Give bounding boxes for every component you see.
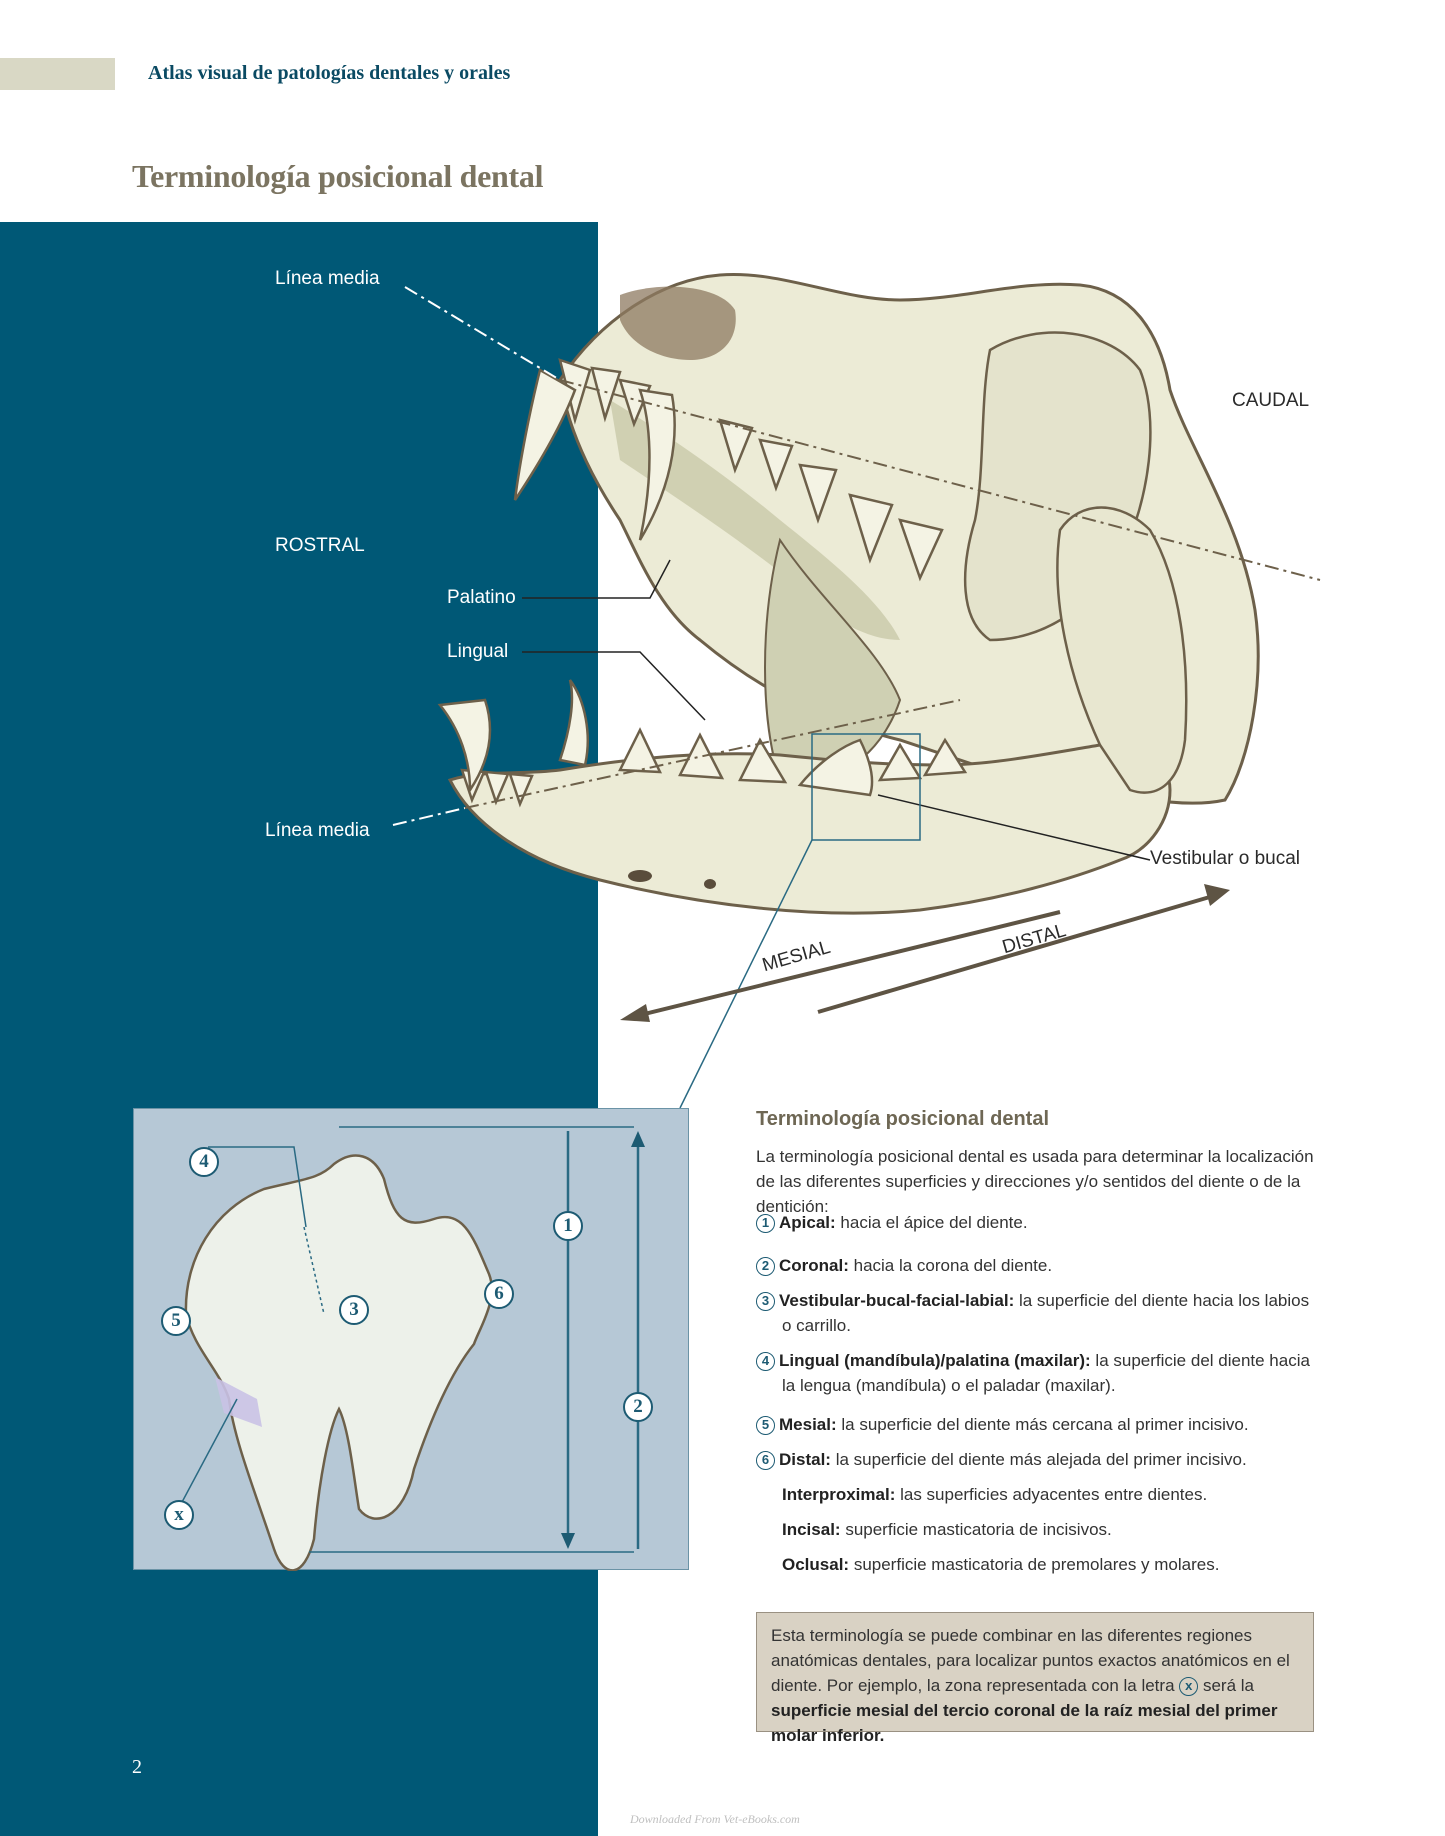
info-title: Terminología posicional dental [756,1108,1049,1130]
page-title: Terminología posicional dental [132,158,544,194]
label-caudal: CAUDAL [1232,390,1310,411]
term-label: Oclusal: [782,1555,850,1574]
note-bold-text: superficie mesial del tercio coronal de … [771,1701,1278,1745]
marker-x: x [164,1500,194,1530]
header-accent-bar [0,58,115,90]
term-label: Coronal: [779,1256,849,1275]
term-label: Vestibular-bucal-facial-labial: [779,1291,1015,1310]
term-label: Mesial: [779,1415,837,1434]
marker-1: 1 [553,1211,583,1241]
skull-illustration [392,272,1321,1109]
term-item: Incisal: superficie masticatoria de inci… [756,1517,1356,1542]
term-number: 5 [756,1416,775,1435]
marker-5: 5 [161,1306,191,1336]
term-number: 3 [756,1292,775,1311]
marker-6: 6 [484,1279,514,1309]
note-x-marker: x [1179,1677,1199,1696]
term-description: superficie masticatoria de incisivos. [840,1520,1112,1539]
term-label: Incisal: [782,1520,841,1539]
term-description-continued: o carrillo. [782,1316,851,1335]
term-label: Interproximal: [782,1485,896,1504]
label-lingual: Lingual [447,641,509,662]
term-label: Apical: [779,1213,836,1232]
term-description: la superficie del diente hacia los labio… [1014,1291,1310,1310]
term-number: 4 [756,1352,775,1371]
term-description: superficie masticatoria de premolares y … [849,1555,1220,1574]
term-number: 6 [756,1451,775,1470]
label-linea-media-bottom: Línea media [265,820,370,841]
term-description: hacia la corona del diente. [848,1256,1053,1275]
label-vestibular: Vestibular o bucal [1150,848,1300,869]
term-number: 2 [756,1257,775,1276]
term-description: las superficies adyacentes entre dientes… [895,1485,1208,1504]
term-label: Lingual (mandíbula)/palatina (maxilar): [779,1351,1091,1370]
book-title: Atlas visual de patologías dentales y or… [148,62,511,84]
term-description: la superficie del diente más cercana al … [836,1415,1249,1434]
molar-tooth [184,1154,493,1571]
note-text: Esta terminología se puede combinar en l… [771,1626,1290,1695]
tooth-illustration [180,1126,645,1571]
term-label: Distal: [779,1450,831,1469]
tooth-inset-panel: 4 5 3 6 1 2 x [133,1108,689,1571]
term-description: la superficie del diente hacia [1090,1351,1310,1370]
term-description: hacia el ápice del diente. [835,1213,1028,1232]
note-text-2: será la [1198,1676,1254,1695]
term-description-continued: la lengua (mandíbula) o el paladar (maxi… [782,1376,1116,1395]
label-linea-media-top: Línea media [275,268,380,289]
mandible-shape [447,742,1172,915]
page-number: 2 [132,1756,142,1778]
watermark: Downloaded From Vet-eBooks.com [630,1812,800,1826]
label-rostral: ROSTRAL [275,535,365,556]
note-box: Esta terminología se puede combinar en l… [756,1612,1314,1745]
marker-4: 4 [189,1147,219,1177]
term-number: 1 [756,1214,775,1233]
term-description: la superficie del diente más alejada del… [830,1450,1247,1469]
term-item: Oclusal: superficie masticatoria de prem… [756,1552,1356,1577]
marker-2: 2 [623,1392,653,1422]
label-palatino: Palatino [447,587,516,608]
marker-3: 3 [339,1295,369,1325]
term-item: Interproximal: las superficies adyacente… [756,1482,1356,1507]
info-intro: La terminología posicional dental es usa… [756,1147,1314,1216]
